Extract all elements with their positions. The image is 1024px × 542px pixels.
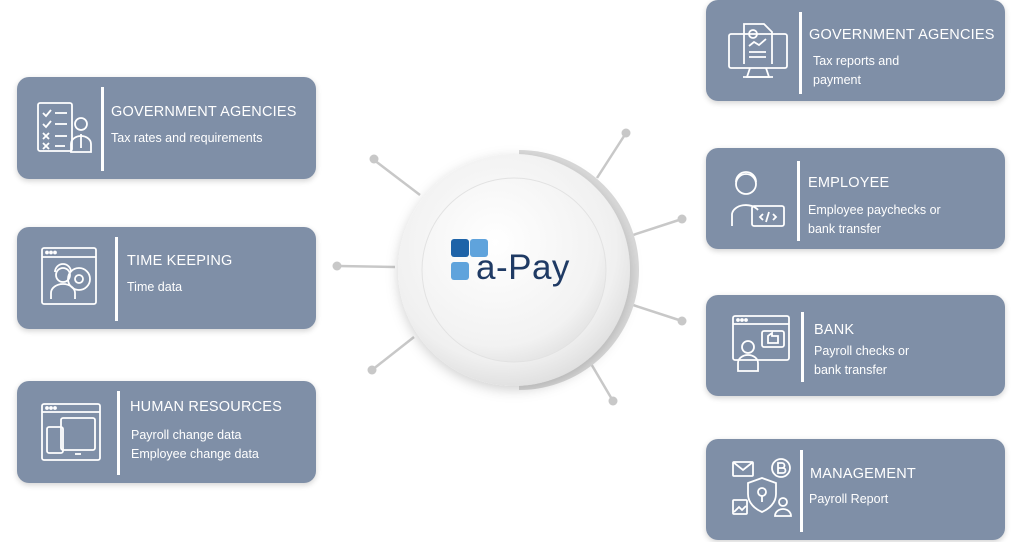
card-divider	[101, 87, 104, 171]
card-title: MANAGEMENT	[810, 466, 916, 482]
card-divider	[117, 391, 120, 475]
card-government-agencies-output: GOVERNMENT AGENCIES Tax reports and paym…	[706, 0, 1005, 101]
card-description-line: Payroll checks or	[814, 344, 910, 358]
card-description-line: payment	[813, 73, 861, 87]
card-description: Payroll checks or bank transfer	[814, 342, 909, 380]
hub-inner	[421, 177, 607, 363]
card-description-line: bank transfer	[808, 222, 881, 236]
apay-logo-icon	[451, 239, 488, 280]
connector-line	[337, 264, 396, 269]
card-description-line: Payroll change data	[131, 428, 242, 442]
card-description-line: Tax reports and	[813, 54, 900, 68]
card-description-line: Payroll Report	[809, 492, 889, 506]
card-description: Payroll change data Employee change data	[131, 426, 259, 464]
card-management: MANAGEMENT Payroll Report	[706, 439, 1005, 540]
connector-dot	[677, 214, 687, 224]
card-description-line: Employee change data	[131, 447, 259, 461]
card-description-line: Tax rates and requirements	[111, 131, 263, 145]
connector-dot	[332, 261, 342, 271]
card-description: Time data	[127, 278, 182, 297]
card-time-keeping: TIME KEEPING Time data	[17, 227, 316, 329]
connector-dot	[369, 154, 379, 164]
card-divider	[797, 161, 800, 241]
developer-laptop-icon	[731, 171, 785, 227]
devices-icon	[41, 403, 101, 461]
card-description-line: Employee paychecks or	[808, 203, 941, 217]
shield-lock-security-icon	[732, 458, 792, 517]
connector-line	[371, 336, 415, 371]
card-title: GOVERNMENT AGENCIES	[111, 104, 297, 120]
person-thumbs-up-icon	[732, 315, 790, 372]
connector-line	[629, 302, 683, 323]
card-title: TIME KEEPING	[127, 253, 233, 269]
connector-line	[588, 361, 615, 402]
card-title: EMPLOYEE	[808, 175, 890, 191]
card-employee: EMPLOYEE Employee paychecks or bank tran…	[706, 148, 1005, 249]
monitor-report-icon	[728, 23, 788, 78]
card-bank: BANK Payroll checks or bank transfer	[706, 295, 1005, 396]
card-description-line: Time data	[127, 280, 183, 294]
worker-gear-icon	[41, 247, 97, 305]
card-title: HUMAN RESOURCES	[130, 399, 283, 415]
card-description: Employee paychecks or bank transfer	[808, 201, 941, 239]
card-description: Payroll Report	[809, 490, 888, 509]
connector-line	[373, 159, 421, 196]
connector-dot	[608, 396, 618, 406]
checklist-person-icon	[37, 102, 92, 153]
card-title: GOVERNMENT AGENCIES	[809, 27, 995, 43]
connector-dot	[621, 128, 631, 138]
card-description-line: bank transfer	[814, 363, 887, 377]
connector-line	[595, 132, 628, 179]
card-government-agencies-input: GOVERNMENT AGENCIES Tax rates and requir…	[17, 77, 316, 179]
card-divider	[801, 312, 804, 382]
brand-name: a-Pay	[476, 248, 570, 287]
connector-line	[629, 217, 683, 238]
card-divider	[799, 12, 802, 94]
connector-dot	[367, 365, 377, 375]
card-description: Tax reports and payment	[813, 52, 899, 90]
card-divider	[800, 450, 803, 532]
card-divider	[115, 237, 118, 321]
connector-dot	[677, 316, 687, 326]
card-description: Tax rates and requirements	[111, 129, 262, 148]
card-human-resources: HUMAN RESOURCES Payroll change data Empl…	[17, 381, 316, 483]
card-title: BANK	[814, 322, 855, 338]
